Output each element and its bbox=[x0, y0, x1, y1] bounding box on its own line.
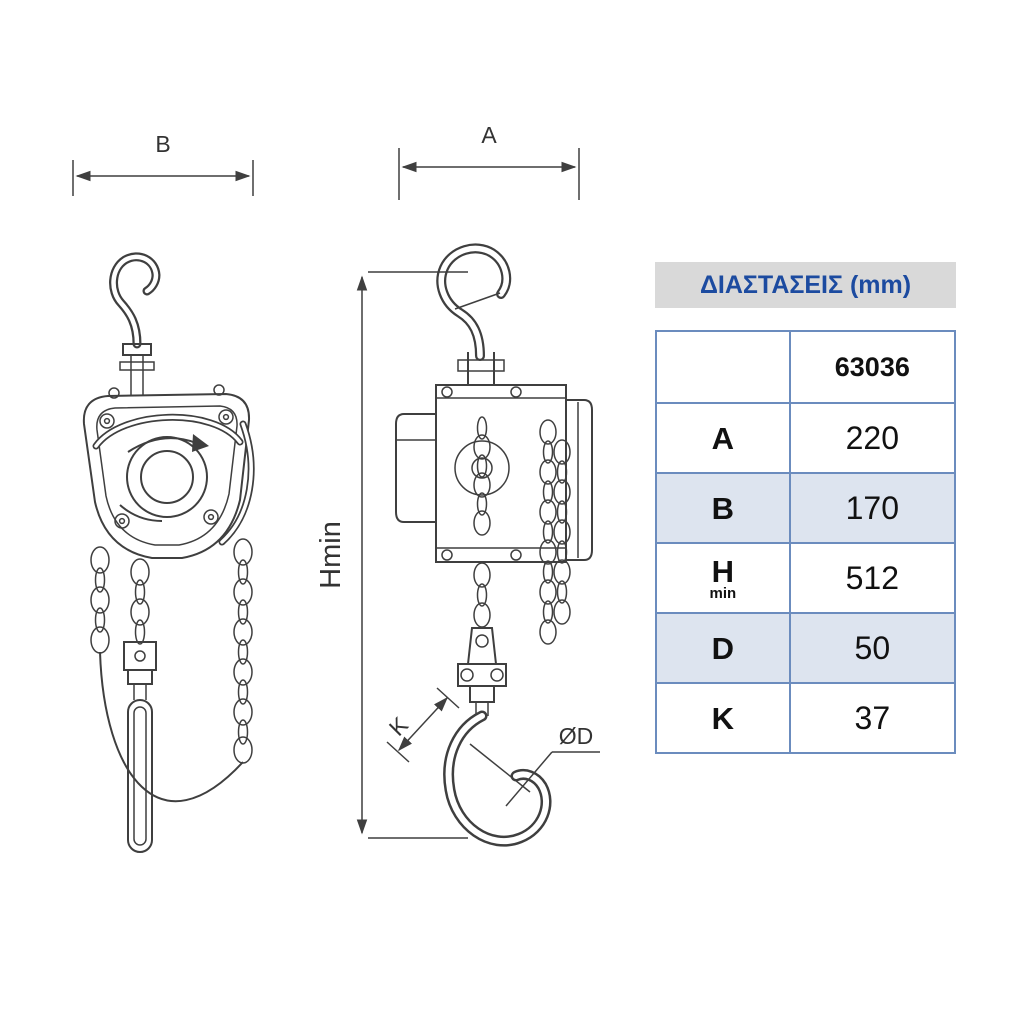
row-value-a: 220 bbox=[845, 419, 899, 456]
row-value-hmin: 512 bbox=[845, 559, 899, 596]
side-bottom-hook bbox=[443, 627, 552, 847]
dimensions-table: ΔΙΑΣΤΑΣΕΙΣ (mm) 63036 A 220 B 170 H min … bbox=[655, 262, 956, 754]
table-row-model: 63036 bbox=[657, 332, 954, 402]
table-title: ΔΙΑΣΤΑΣΕΙΣ (mm) bbox=[655, 262, 956, 308]
table-row-k: K 37 bbox=[657, 682, 954, 752]
side-view bbox=[395, 243, 593, 847]
dim-label-a: A bbox=[481, 122, 497, 148]
dimensions-grid: 63036 A 220 B 170 H min 512 D 50 bbox=[655, 330, 956, 754]
side-load-chain-lower bbox=[473, 562, 491, 628]
row-label-hmin: H min bbox=[657, 544, 791, 612]
corner-cell bbox=[657, 332, 791, 402]
row-label-k: K bbox=[657, 684, 791, 752]
front-load-chain bbox=[130, 558, 150, 645]
hand-chain-left bbox=[90, 546, 110, 654]
side-top-hook-icon bbox=[436, 243, 512, 361]
side-load-chain-upper bbox=[473, 416, 491, 536]
dim-a: A bbox=[398, 122, 580, 200]
row-value-d: 50 bbox=[854, 629, 891, 666]
front-view bbox=[82, 252, 255, 853]
dim-label-k: K bbox=[384, 711, 414, 741]
table-row-b: B 170 bbox=[657, 472, 954, 542]
front-top-hook-icon bbox=[109, 252, 161, 349]
table-row-a: A 220 bbox=[657, 402, 954, 472]
front-bottom-hook bbox=[123, 641, 157, 853]
dim-label-d: ØD bbox=[559, 723, 594, 749]
row-label-d: D bbox=[657, 614, 791, 682]
table-row-d: D 50 bbox=[657, 612, 954, 682]
row-label-b: B bbox=[657, 474, 791, 542]
hand-chain-loop bbox=[99, 651, 244, 803]
row-label-h-main: H bbox=[711, 553, 735, 589]
row-label-h-sub: min bbox=[709, 584, 737, 602]
model-number: 63036 bbox=[834, 351, 910, 382]
dim-hmin: Hmin bbox=[315, 271, 468, 839]
dim-b: B bbox=[72, 131, 254, 196]
row-label-a: A bbox=[657, 404, 791, 472]
row-value-b: 170 bbox=[845, 489, 899, 526]
dim-label-hmin: Hmin bbox=[315, 521, 347, 589]
row-value-k: 37 bbox=[854, 699, 891, 736]
dim-label-b: B bbox=[155, 131, 170, 157]
dim-d: ØD bbox=[505, 723, 600, 807]
side-body bbox=[395, 384, 593, 563]
side-hand-chain bbox=[539, 419, 571, 645]
hand-chain-right bbox=[233, 538, 253, 764]
front-body bbox=[82, 384, 255, 559]
table-row-hmin: H min 512 bbox=[657, 542, 954, 612]
